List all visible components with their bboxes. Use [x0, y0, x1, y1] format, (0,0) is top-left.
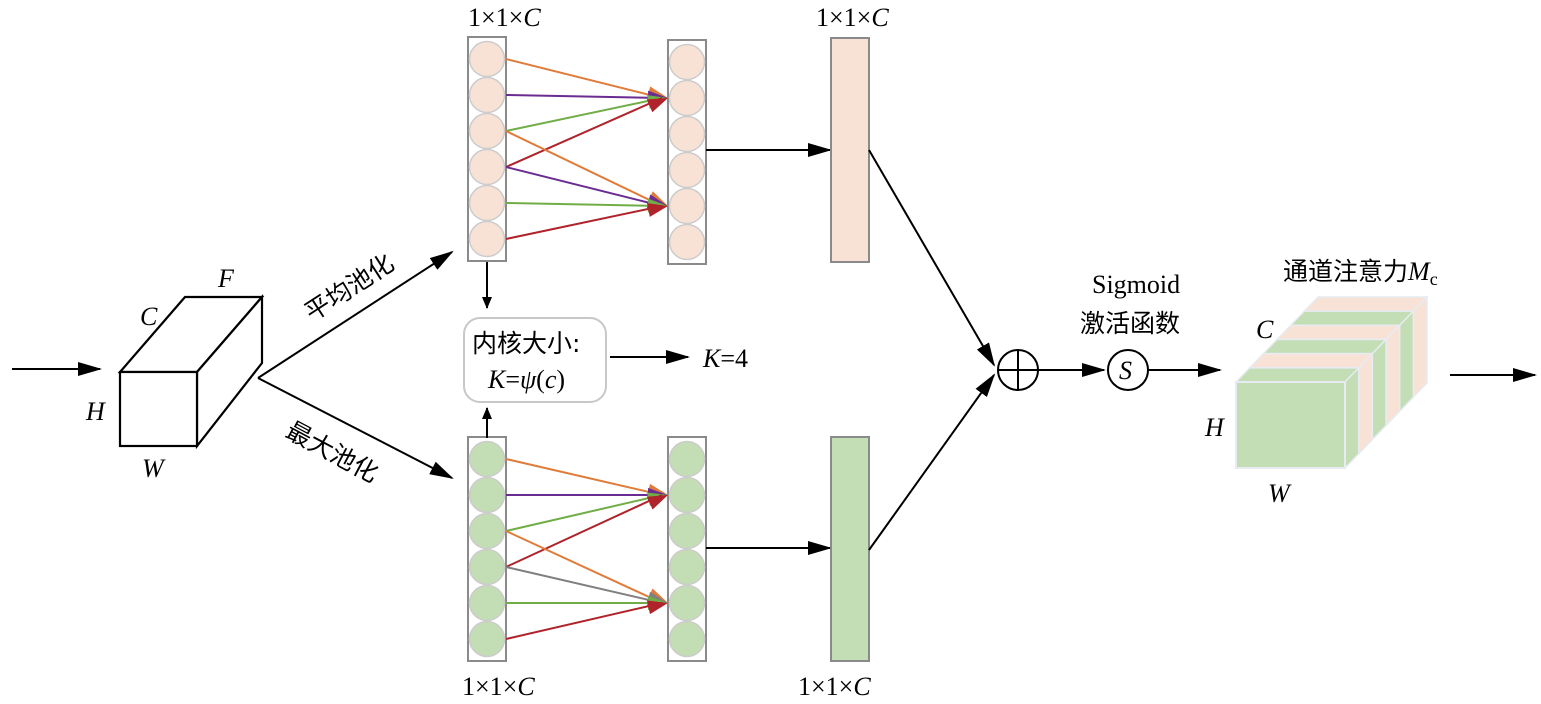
max-pooled-vector: [467, 436, 507, 662]
avg-to-sum-arrow: [868, 149, 996, 367]
vector-node: [668, 43, 706, 81]
attention-dim-c: C: [1256, 315, 1274, 344]
vector-node: [468, 220, 506, 258]
avg-conv1d-edges: [505, 58, 668, 240]
max-vector-label: 1×1×C: [462, 672, 535, 701]
attention-side-slice: [1412, 295, 1428, 400]
vector-node: [468, 512, 506, 550]
conv1d-edge: [505, 94, 663, 99]
conv1d-edge-arrowhead: [646, 600, 668, 615]
vector-node: [668, 223, 706, 261]
vector-node: [468, 76, 506, 114]
kernel-formula: K=ψ(c): [487, 365, 565, 394]
attention-top-slice: [1261, 338, 1388, 355]
avg-output-bar: [830, 37, 870, 263]
vector-node: [468, 112, 506, 150]
conv1d-edge: [505, 205, 663, 240]
vector-node: [468, 548, 506, 586]
conv1d-edge-arrowhead: [647, 203, 668, 217]
kernel-size-box: [463, 317, 607, 403]
conv1d-edge: [505, 566, 663, 604]
attention-side-slice: [1385, 323, 1401, 428]
conv1d-edge: [505, 97, 663, 132]
avg-conv-vector: [667, 39, 707, 265]
vector-node: [668, 79, 706, 117]
conv1d-edge-arrowhead: [646, 98, 668, 113]
sigmoid-label: Sigmoid: [1092, 270, 1180, 299]
attention-side-slice: [1398, 309, 1415, 414]
conv1d-edge: [505, 166, 663, 207]
vector-node: [468, 40, 506, 78]
kernel-size-title: 内核大小:: [472, 329, 580, 358]
conv1d-edge: [505, 602, 663, 640]
attention-dim-h: H: [1204, 413, 1225, 442]
avg-vector-label: 1×1×C: [468, 3, 541, 32]
conv1d-edge: [505, 530, 663, 604]
attention-side-slice: [1344, 365, 1360, 470]
attention-top-slice: [1275, 324, 1402, 341]
sigmoid-subtitle: 激活函数: [1080, 309, 1180, 338]
vector-node: [668, 187, 706, 225]
sigmoid-symbol: S: [1119, 356, 1132, 385]
conv1d-edge: [505, 58, 663, 99]
attention-side-slice: [1357, 351, 1374, 456]
max-pool-arrow: [257, 377, 454, 479]
avg-pooled-vector: [467, 36, 507, 262]
max-output-bar: [830, 436, 870, 662]
vector-node: [468, 620, 506, 658]
vector-node: [468, 148, 506, 186]
conv1d-edge: [505, 202, 663, 207]
input-dim-c: C: [140, 302, 158, 331]
vector-node: [468, 184, 506, 222]
vector-node: [468, 440, 506, 478]
vector-node: [668, 512, 706, 550]
conv1d-edge: [505, 97, 663, 168]
elementwise-sum-node: [997, 349, 1039, 391]
avg-pool-arrow: [257, 250, 454, 379]
input-dim-w: W: [142, 454, 166, 483]
vector-node: [668, 548, 706, 586]
vector-node: [668, 151, 706, 189]
vector-node: [668, 476, 706, 514]
max-to-sum-arrow: [868, 373, 996, 551]
max-pool-label: 最大池化: [281, 416, 383, 489]
conv1d-edge: [505, 130, 663, 207]
input-dim-f: F: [217, 264, 235, 293]
vector-node: [668, 115, 706, 153]
attention-top-slice: [1288, 310, 1416, 327]
attention-top-slice: [1234, 367, 1361, 383]
conv1d-edge: [505, 494, 663, 568]
channel-attention-cube: [1234, 295, 1429, 470]
attention-title: 通道注意力Mc: [1283, 257, 1438, 289]
input-feature-cube: [117, 294, 265, 450]
conv1d-edge-arrowhead: [646, 495, 668, 510]
vector-node: [668, 440, 706, 478]
max-conv1d-edges: [505, 458, 668, 640]
attention-top-slice: [1302, 296, 1429, 312]
max-bar-label: 1×1×C: [798, 672, 871, 701]
attention-top-slice: [1247, 352, 1375, 369]
vector-node: [468, 584, 506, 622]
input-dim-h: H: [85, 397, 106, 426]
conv1d-edge: [505, 494, 663, 532]
attention-side-slice: [1371, 337, 1387, 442]
avg-bar-label: 1×1×C: [816, 3, 889, 32]
attention-front-face: [1235, 381, 1346, 469]
kernel-result: K=4: [702, 344, 748, 373]
conv1d-edge: [505, 458, 663, 496]
avg-pool-label: 平均池化: [299, 248, 399, 327]
max-conv-vector: [667, 436, 707, 662]
vector-node: [468, 476, 506, 514]
vector-node: [668, 584, 706, 622]
vector-node: [668, 620, 706, 658]
attention-dim-w: W: [1268, 479, 1292, 508]
